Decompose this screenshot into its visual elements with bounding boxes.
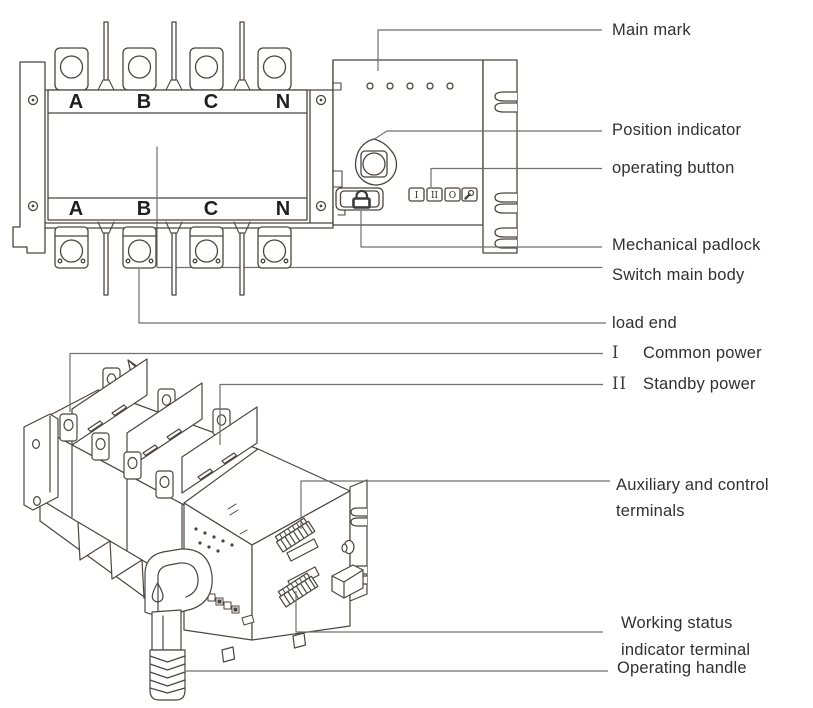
phase-label-c-bottom: C (204, 198, 218, 220)
handle-grip[interactable] (149, 649, 186, 701)
standby-power-numeral: II (612, 374, 628, 393)
aux-connector-strip (274, 517, 316, 553)
button-O-label: O (449, 191, 456, 201)
mechanism-box (183, 448, 351, 663)
operating-buttons[interactable]: I II O (408, 187, 478, 202)
iso-mounting-bracket (23, 413, 59, 511)
leader-working-status (295, 591, 603, 633)
callout-common-power: I Common power (612, 344, 762, 362)
panel-side-plate (482, 59, 518, 254)
leader-main-mark (377, 29, 602, 71)
callout-switch-main-body: Switch main body (612, 266, 745, 284)
right-end-plate (309, 59, 334, 228)
leader-position-indicator (374, 130, 602, 140)
callout-standby-power: II Standby power (612, 375, 756, 393)
phase-label-n-top: N (276, 91, 290, 113)
box-indicator-holes (194, 527, 234, 553)
callout-operating-handle: Operating handle (617, 659, 747, 677)
box-feet (221, 632, 307, 663)
leader-mechanical-padlock (360, 211, 602, 248)
shaft-knob (341, 539, 355, 555)
switch-face (47, 89, 308, 221)
status-connector-strip (277, 572, 319, 608)
operating-handle[interactable] (144, 548, 213, 701)
iso-side-plate (331, 479, 368, 602)
phase-label-b-bottom: B (137, 198, 151, 220)
front-view: A B C N A B C N (12, 21, 603, 296)
padlock-icon (352, 189, 371, 209)
box-mini-buttons (207, 593, 255, 626)
bottom-skirt-lines (44, 222, 334, 229)
phase-labels: A B C N A B C N (69, 91, 290, 220)
callout-aux-terminals: Auxiliary and control terminals (616, 476, 769, 520)
standby-power-text: Standby power (643, 375, 756, 393)
phase-label-n-bottom: N (276, 198, 290, 220)
phase-label-b-top: B (137, 91, 151, 113)
button-II-label: II (431, 191, 439, 201)
isometric-view (23, 358, 368, 701)
leader-aux-terminals (300, 480, 610, 529)
callout-main-mark: Main mark (612, 21, 691, 39)
left-mounting-rail (12, 61, 46, 254)
phase-label-a-top: A (69, 91, 83, 113)
button-auto[interactable] (461, 187, 478, 202)
leader-common-power (69, 352, 603, 412)
callout-mechanical-padlock: Mechanical padlock (612, 236, 761, 254)
top-terminal-rods (97, 21, 251, 91)
common-power-text: Common power (643, 344, 762, 362)
callout-operating-button: operating button (612, 159, 735, 177)
bottom-terminal-rods (97, 221, 251, 296)
side-bracket (331, 564, 364, 599)
control-panel: I II O (332, 59, 518, 254)
position-indicator (354, 138, 398, 186)
leader-lines (69, 29, 610, 672)
callout-position-indicator: Position indicator (612, 121, 742, 139)
phase-label-a-bottom: A (69, 198, 83, 220)
button-I[interactable] (408, 187, 425, 202)
mechanical-padlock (335, 187, 384, 211)
button-II[interactable] (426, 187, 443, 202)
handle-drop-hole (151, 582, 164, 603)
phase-label-c-top: C (204, 91, 218, 113)
button-I-label: I (415, 191, 419, 201)
button-O[interactable] (444, 187, 461, 202)
leader-standby-power (219, 383, 603, 445)
callout-load-end: load end (612, 314, 677, 332)
leader-operating-button (430, 167, 602, 187)
callout-working-status: Working status indicator terminal (621, 614, 751, 659)
leader-switch-main-body (156, 146, 603, 269)
wrench-icon (464, 189, 475, 200)
common-power-numeral: I (612, 343, 620, 362)
lower-terminal-lugs (54, 226, 292, 269)
leader-load-end (138, 269, 606, 324)
indicator-leds (366, 82, 454, 90)
side-plate-vent-slots (494, 91, 518, 249)
common-terminal-tabs (59, 413, 174, 499)
